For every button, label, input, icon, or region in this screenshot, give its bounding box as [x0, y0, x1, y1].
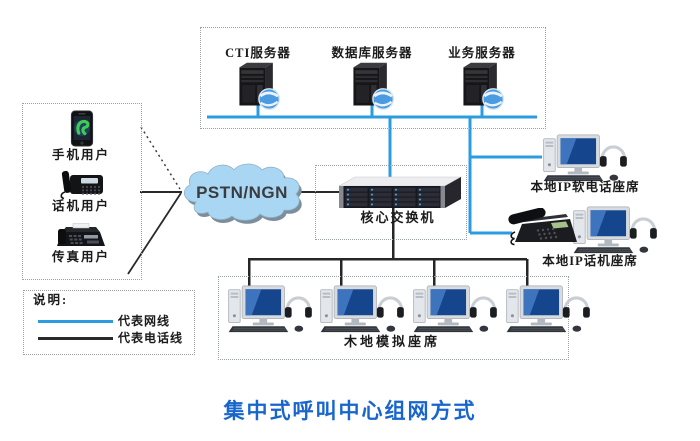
fax-machine-icon: [54, 222, 108, 250]
cti-server-icon: [232, 60, 284, 112]
desk-phone-icon: [59, 168, 105, 200]
business-server-icon: [456, 60, 508, 112]
legend-network-label: 代表网线: [118, 314, 171, 328]
database-server-label: 数据库服务器: [331, 46, 413, 60]
database-server-icon: [346, 60, 398, 112]
phone-user-label: 话机用户: [51, 199, 110, 213]
page-title: 集中式呼叫中心组网方式: [223, 400, 477, 423]
core-switch-icon: [333, 176, 463, 212]
analog-agents-box: [218, 276, 569, 360]
softphone-agent-label: 本地IP软电话座席: [530, 180, 640, 194]
fax-trunk-line: [127, 192, 182, 275]
mobile-phone-icon: [70, 110, 94, 147]
fax-user-label: 传真用户: [51, 250, 110, 264]
pstn-cloud: PSTN/NGN: [183, 163, 302, 224]
core-switch-label: 核心交换机: [360, 210, 436, 225]
ipphone-agent-label: 本地IP话机座席: [542, 254, 638, 268]
mobile-dotted-line: [140, 126, 181, 190]
legend-title: 说明:: [33, 293, 69, 307]
cloud-label: PSTN/NGN: [196, 183, 288, 202]
cti-server-label: CTI服务器: [225, 46, 291, 60]
core-switch-box: [315, 165, 467, 240]
analog-workstation-icon-2: [317, 284, 407, 334]
analog-workstation-icon-4: [503, 284, 593, 334]
softphone-workstation-icon: [540, 133, 630, 183]
legend-telephone-line-sample: [38, 337, 113, 340]
network-cable-lines: [207, 96, 542, 235]
legend-telephone-label: 代表电话线: [118, 331, 184, 345]
server-farm-box: [200, 27, 546, 129]
mobile-user-label: 手机用户: [51, 148, 110, 162]
analog-workstation-icon-3: [410, 284, 500, 334]
analog-extension-lines: [247, 203, 529, 287]
analog-workstation-icon-1: [225, 284, 315, 334]
legend-network-line-sample: [38, 320, 113, 323]
ipphone-workstation-icon: [570, 205, 660, 255]
ip-desk-phone-icon: [506, 208, 580, 250]
analog-agents-label: 木地模拟座席: [343, 334, 440, 349]
business-server-label: 业务服务器: [448, 46, 516, 60]
pstn-users-box: [22, 103, 142, 280]
legend-box: [23, 290, 195, 355]
